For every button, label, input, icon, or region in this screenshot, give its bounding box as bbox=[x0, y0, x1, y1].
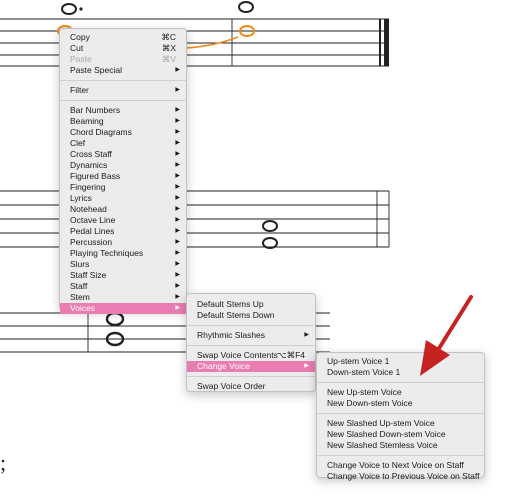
whole-note[interactable] bbox=[238, 1, 254, 13]
menu-item-default-stems-down[interactable]: Default Stems Down bbox=[197, 310, 275, 320]
submenu-arrow-icon: ▶ bbox=[175, 228, 180, 234]
menu-item-slurs[interactable]: Slurs▶ bbox=[70, 259, 180, 269]
menu-separator bbox=[60, 80, 186, 81]
menu-item-pedal-lines[interactable]: Pedal Lines▶ bbox=[70, 226, 180, 236]
menu-item-new-down-stem-voice[interactable]: New Down-stem Voice bbox=[327, 398, 413, 408]
menu-item-paste: Paste⌘V bbox=[70, 54, 176, 64]
menu-separator bbox=[187, 345, 315, 346]
menu-item-figured-bass[interactable]: Figured Bass▶ bbox=[70, 171, 180, 181]
menu-item-new-slashed-down-stem-voice[interactable]: New Slashed Down-stem Voice bbox=[327, 429, 446, 439]
menu-item-cut[interactable]: Cut⌘X bbox=[70, 43, 176, 53]
submenu-arrow-icon: ▶ bbox=[175, 162, 180, 168]
menu-item-swap-voice-order[interactable]: Swap Voice Order bbox=[197, 381, 266, 391]
submenu-arrow-icon: ▶ bbox=[175, 305, 180, 311]
selected-note[interactable] bbox=[239, 25, 255, 37]
menu-separator bbox=[187, 376, 315, 377]
copy-shortcut: ⌘C bbox=[161, 32, 176, 42]
menu-item-playing-techniques[interactable]: Playing Techniques▶ bbox=[70, 248, 180, 258]
submenu-arrow-icon: ▶ bbox=[175, 283, 180, 289]
submenu-arrow-icon: ▶ bbox=[175, 184, 180, 190]
paste-shortcut: ⌘V bbox=[161, 54, 176, 64]
cut-shortcut: ⌘X bbox=[161, 43, 176, 53]
submenu-arrow-icon: ▶ bbox=[175, 217, 180, 223]
submenu-arrow-icon: ▶ bbox=[175, 151, 180, 157]
menu-item-staff[interactable]: Staff▶ bbox=[70, 281, 180, 291]
submenu-arrow-icon: ▶ bbox=[175, 129, 180, 135]
submenu-arrow-icon: ▶ bbox=[175, 261, 180, 267]
menu-item-fingering[interactable]: Fingering▶ bbox=[70, 182, 180, 192]
menu-item-notehead[interactable]: Notehead▶ bbox=[70, 204, 180, 214]
menu-item-chord-diagrams[interactable]: Chord Diagrams▶ bbox=[70, 127, 180, 137]
menu-item-bar-numbers[interactable]: Bar Numbers▶ bbox=[70, 105, 180, 115]
menu-item-new-up-stem-voice[interactable]: New Up-stem Voice bbox=[327, 387, 402, 397]
dot bbox=[79, 7, 83, 11]
voices-submenu: Default Stems Up Default Stems Down Rhyt… bbox=[186, 293, 316, 392]
submenu-arrow-icon: ▶ bbox=[175, 173, 180, 179]
menu-item-up-stem-voice-1[interactable]: Up-stem Voice 1 bbox=[327, 356, 390, 366]
menu-item-dynamics[interactable]: Dynamics▶ bbox=[70, 160, 180, 170]
submenu-arrow-icon: ▶ bbox=[304, 332, 309, 338]
menu-item-new-slashed-up-stem-voice[interactable]: New Slashed Up-stem Voice bbox=[327, 418, 435, 428]
whole-note[interactable] bbox=[105, 331, 125, 347]
menu-item-beaming[interactable]: Beaming▶ bbox=[70, 116, 180, 126]
submenu-arrow-icon: ▶ bbox=[175, 206, 180, 212]
swap-shortcut: ⌥⌘F4 bbox=[276, 350, 305, 360]
submenu-arrow-icon: ▶ bbox=[304, 363, 309, 369]
context-menu: Copy⌘C Cut⌘X Paste⌘V Paste Special▶ Filt… bbox=[59, 28, 187, 314]
menu-separator bbox=[187, 325, 315, 326]
menu-item-clef[interactable]: Clef▶ bbox=[70, 138, 180, 148]
final-barline bbox=[379, 19, 381, 66]
change-voice-submenu: Up-stem Voice 1 Down-stem Voice 1 New Up… bbox=[316, 352, 485, 481]
menu-separator bbox=[317, 455, 484, 456]
menu-item-copy[interactable]: Copy⌘C bbox=[70, 32, 176, 42]
menu-item-down-stem-voice-1[interactable]: Down-stem Voice 1 bbox=[327, 367, 401, 377]
whole-note[interactable] bbox=[262, 220, 278, 232]
menu-separator bbox=[317, 413, 484, 414]
whole-note[interactable] bbox=[262, 237, 278, 249]
menu-item-default-stems-up[interactable]: Default Stems Up bbox=[197, 299, 264, 309]
score-fragment: ; bbox=[0, 450, 6, 475]
menu-item-swap-voice-contents[interactable]: Swap Voice Contents⌥⌘F4 bbox=[197, 350, 305, 360]
submenu-arrow-icon: ▶ bbox=[175, 195, 180, 201]
menu-item-percussion[interactable]: Percussion▶ bbox=[70, 237, 180, 247]
menu-item-change-voice[interactable]: Change Voice▶ bbox=[187, 361, 315, 372]
menu-item-octave-line[interactable]: Octave Line▶ bbox=[70, 215, 180, 225]
menu-item-stem[interactable]: Stem▶ bbox=[70, 292, 180, 302]
menu-item-voices[interactable]: Voices▶ bbox=[60, 303, 186, 314]
menu-item-new-slashed-stemless-voice[interactable]: New Slashed Stemless Voice bbox=[327, 440, 438, 450]
menu-separator bbox=[60, 100, 186, 101]
menu-item-change-to-next-voice[interactable]: Change Voice to Next Voice on Staff bbox=[327, 460, 464, 470]
submenu-arrow-icon: ▶ bbox=[175, 118, 180, 124]
whole-note[interactable] bbox=[105, 311, 125, 327]
submenu-arrow-icon: ▶ bbox=[175, 272, 180, 278]
menu-item-change-to-previous-voice[interactable]: Change Voice to Previous Voice on Staff bbox=[327, 471, 480, 481]
menu-item-staff-size[interactable]: Staff Size▶ bbox=[70, 270, 180, 280]
submenu-arrow-icon: ▶ bbox=[175, 107, 180, 113]
final-barline-thick bbox=[384, 19, 389, 66]
submenu-arrow-icon: ▶ bbox=[175, 294, 180, 300]
submenu-arrow-icon: ▶ bbox=[175, 250, 180, 256]
submenu-arrow-icon: ▶ bbox=[175, 67, 180, 73]
menu-separator bbox=[317, 382, 484, 383]
whole-note[interactable] bbox=[61, 3, 77, 15]
menu-item-filter[interactable]: Filter▶ bbox=[70, 85, 180, 95]
selected-tie[interactable] bbox=[185, 36, 239, 49]
menu-item-lyrics[interactable]: Lyrics▶ bbox=[70, 193, 180, 203]
menu-item-cross-staff[interactable]: Cross Staff▶ bbox=[70, 149, 180, 159]
menu-item-paste-special[interactable]: Paste Special▶ bbox=[70, 65, 180, 75]
submenu-arrow-icon: ▶ bbox=[175, 87, 180, 93]
menu-item-rhythmic-slashes[interactable]: Rhythmic Slashes▶ bbox=[197, 330, 309, 340]
submenu-arrow-icon: ▶ bbox=[175, 239, 180, 245]
submenu-arrow-icon: ▶ bbox=[175, 140, 180, 146]
